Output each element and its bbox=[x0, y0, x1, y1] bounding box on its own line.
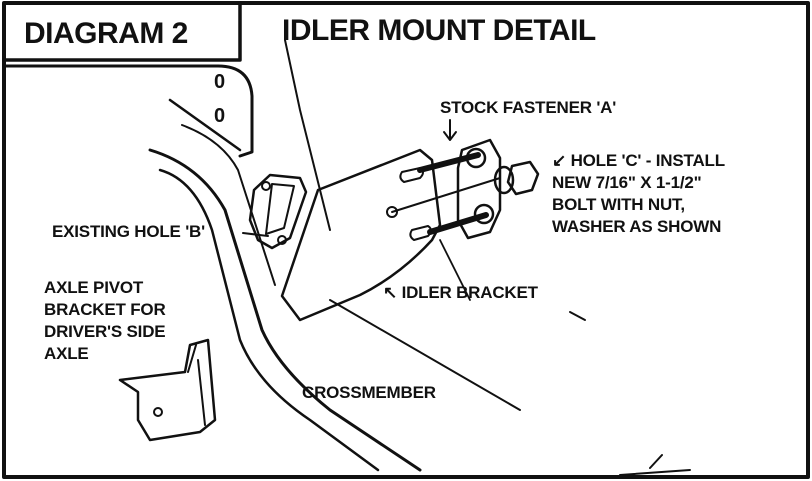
hole-c-line-4: WASHER AS SHOWN bbox=[552, 217, 722, 236]
axle-pivot-edge bbox=[187, 344, 206, 426]
nut-plate bbox=[456, 138, 502, 240]
existing-hole-leader bbox=[242, 232, 269, 237]
bottom-mark bbox=[619, 454, 691, 476]
crossmember-edge-2 bbox=[158, 168, 380, 472]
bracket-slot-lower bbox=[409, 225, 432, 241]
bracket-hole bbox=[386, 206, 398, 218]
nut-upper bbox=[465, 147, 487, 169]
bolt-upper bbox=[417, 152, 481, 173]
frame-rail bbox=[4, 64, 254, 158]
crossmember-callout: CROSSMEMBER bbox=[302, 383, 436, 402]
frame-rail-inner bbox=[168, 98, 242, 152]
hole-c-callout: ↙ HOLE 'C' - INSTALL NEW 7/16" X 1-1/2" … bbox=[552, 150, 725, 238]
frame-mark-2: 0 bbox=[214, 105, 225, 127]
stock-fastener-arrowhead bbox=[443, 131, 457, 141]
axle-pivot-hole bbox=[153, 407, 163, 417]
stud-hole-bottom bbox=[277, 235, 287, 245]
axle-pivot-line-3: DRIVER'S SIDE bbox=[44, 322, 166, 341]
hex-nut-c bbox=[506, 160, 540, 196]
diagram-label-box bbox=[2, 1, 242, 62]
axle-pivot-callout: AXLE PIVOT BRACKET FOR DRIVER'S SIDE AXL… bbox=[44, 277, 166, 365]
hole-c-line-1: ↙ HOLE 'C' - INSTALL bbox=[552, 151, 725, 170]
idler-stud bbox=[248, 173, 308, 250]
stock-fastener-callout: STOCK FASTENER 'A' bbox=[440, 98, 617, 117]
nut-lower bbox=[473, 203, 495, 225]
bolt-c bbox=[391, 177, 501, 213]
diagram-label: DIAGRAM 2 bbox=[24, 17, 188, 50]
axle-pivot-line-4: AXLE bbox=[44, 344, 89, 363]
frame-mark-1: 0 bbox=[214, 71, 225, 93]
stud-hole-top bbox=[261, 181, 271, 191]
diagonal-guide-line-3 bbox=[439, 239, 471, 301]
diagonal-guide-line-2 bbox=[329, 299, 521, 411]
existing-hole-callout: EXISTING HOLE 'B' bbox=[52, 222, 205, 241]
crossmember-edge-3 bbox=[181, 124, 276, 286]
idler-bracket-callout: ↖ IDLER BRACKET bbox=[383, 283, 538, 302]
axle-pivot-line-1: AXLE PIVOT bbox=[44, 278, 144, 297]
diagonal-guide-line bbox=[284, 39, 331, 231]
hole-c-line-3: BOLT WITH NUT, bbox=[552, 195, 685, 214]
washer-c bbox=[493, 165, 515, 195]
idler-stud-inner bbox=[265, 183, 295, 235]
axle-pivot-bracket bbox=[118, 338, 217, 442]
hole-c-line-2: NEW 7/16" X 1-1/2" bbox=[552, 173, 702, 192]
page-title: IDLER MOUNT DETAIL bbox=[282, 14, 596, 47]
crossmember-edge-1 bbox=[148, 148, 422, 472]
idler-bracket-tail bbox=[569, 311, 586, 321]
axle-pivot-line-2: BRACKET FOR bbox=[44, 300, 166, 319]
